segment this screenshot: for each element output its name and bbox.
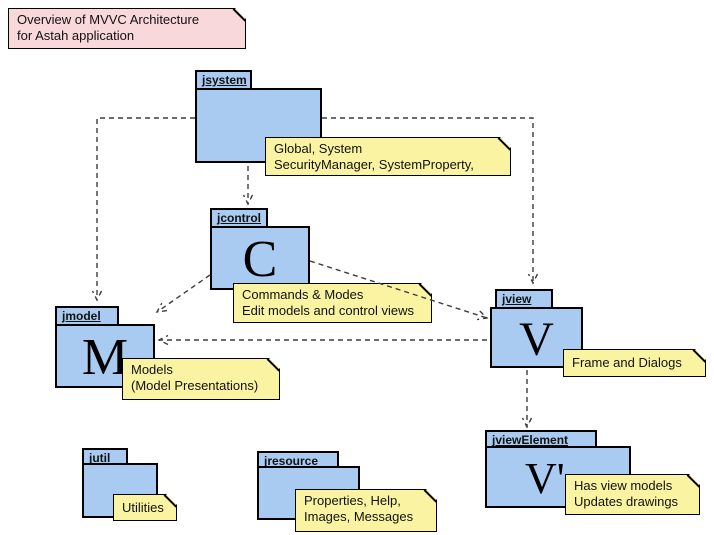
note-jmodel: Models (Model Presentations)	[122, 357, 281, 400]
note-jresource: Properties, Help, Images, Messages	[295, 488, 438, 532]
dependency-jsystem-jmodel	[97, 117, 195, 300]
note-line: Has view models	[574, 478, 673, 493]
package-tab-jresource: jresource	[257, 451, 339, 468]
note-line: Utilities	[122, 500, 164, 515]
note-line: (Model Presentations)	[131, 378, 259, 393]
package-tab-jmodel: jmodel	[55, 306, 119, 324]
package-name: jview	[502, 292, 532, 306]
package-body-jview: V	[490, 307, 583, 368]
note-line: Models	[131, 362, 173, 377]
note-line: Commands & Modes	[242, 287, 364, 302]
package-letter: C	[242, 231, 278, 288]
dependency-jcontrol-jmodel	[157, 274, 211, 312]
package-tab-jview: jview	[495, 289, 553, 307]
package-name: jviewElement	[492, 433, 569, 447]
package-body-jcontrol: C	[210, 226, 310, 290]
package-name: jresource	[264, 454, 319, 468]
package-tab-jutil: jutil	[82, 448, 128, 465]
note-jcontrol: Commands & Modes Edit models and control…	[233, 282, 433, 323]
note-jsystem: Global, System SecurityManager, SystemPr…	[265, 136, 512, 176]
package-name: jmodel	[62, 309, 101, 323]
package-name: jcontrol	[217, 211, 261, 225]
package-letter: M	[81, 329, 129, 386]
note-jviewElement: Has view models Updates drawings	[565, 473, 701, 515]
note-jview: Frame and Dialogs	[563, 348, 707, 377]
package-tab-jsystem: jsystem	[195, 70, 252, 88]
note-line: SecurityManager, SystemProperty,	[274, 157, 474, 172]
note-line: Global, System	[274, 141, 363, 156]
note-line: Properties, Help,	[304, 493, 401, 508]
package-letter: V'	[525, 454, 565, 503]
note-line: Images, Messages	[304, 509, 414, 524]
package-name: jutil	[89, 451, 111, 465]
package-tab-jviewElement: jviewElement	[485, 430, 597, 447]
package-letter: V	[519, 312, 554, 366]
package-name: jsystem	[202, 73, 247, 87]
note-jutil: Utilities	[113, 493, 178, 521]
package-tab-jcontrol: jcontrol	[210, 208, 268, 226]
note-line: Updates drawings	[574, 494, 679, 509]
note-line: Frame and Dialogs	[572, 355, 682, 370]
title-note: Overview of MVVC Architecture for Astah …	[8, 7, 247, 49]
title-note-line: Overview of MVVC Architecture	[17, 12, 200, 27]
package-body-jsystem	[195, 88, 322, 163]
package-body-jmodel: M	[55, 324, 155, 388]
title-note-line: for Astah application	[17, 28, 135, 43]
note-line: Edit models and control views	[242, 303, 414, 318]
